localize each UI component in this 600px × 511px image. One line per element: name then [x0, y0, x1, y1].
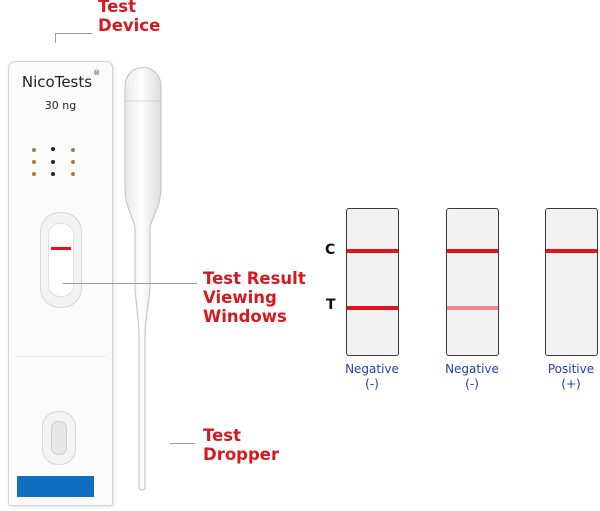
result-window-inner	[48, 223, 74, 297]
control-line-label: C	[325, 242, 336, 258]
device-blue-bar	[17, 476, 94, 497]
control-band	[447, 249, 498, 253]
dropper-icon	[124, 66, 162, 491]
test-device-label: Test Device	[98, 0, 160, 35]
control-line	[51, 247, 71, 250]
result-caption-1: Negative (-)	[327, 362, 417, 392]
test-dropper-label: Test Dropper	[203, 426, 279, 464]
dot	[71, 172, 75, 176]
caption-2-line2: (-)	[465, 377, 479, 391]
result-strip-positive	[545, 208, 598, 356]
dot	[32, 172, 36, 176]
dot	[71, 148, 75, 152]
device-divider	[15, 356, 106, 357]
caption-2-line1: Negative	[445, 362, 499, 376]
test-device-label-line1: Test	[98, 0, 136, 16]
viewing-windows-line2: Viewing	[203, 288, 277, 307]
dropper-highlight	[129, 68, 144, 92]
result-strip-negative-faint	[446, 208, 499, 356]
caption-1-line2: (-)	[365, 377, 379, 391]
result-caption-3: Positive (+)	[526, 362, 600, 392]
dropper-body	[124, 66, 162, 491]
test-band-faint	[447, 306, 498, 310]
concentration-label: 30 ng	[44, 99, 77, 112]
dot	[51, 160, 55, 164]
dot	[32, 160, 36, 164]
window-leader	[63, 283, 197, 284]
viewing-windows-line1: Test Result	[203, 269, 306, 288]
result-window	[40, 212, 82, 308]
control-band	[546, 249, 597, 253]
brand-text: NicoTests	[21, 73, 93, 91]
device-leader-vertical	[55, 33, 56, 43]
sample-well-frame	[42, 411, 76, 465]
device-leader-horizontal	[55, 33, 92, 34]
viewing-windows-label: Test Result Viewing Windows	[203, 269, 306, 326]
test-band	[347, 306, 398, 310]
result-caption-2: Negative (-)	[427, 362, 517, 392]
caption-3-line2: (+)	[561, 377, 581, 391]
viewing-windows-line3: Windows	[203, 307, 287, 326]
result-strip-negative	[346, 208, 399, 356]
dropper-leader	[170, 443, 195, 444]
dot	[71, 160, 75, 164]
brand-name: NicoTests®	[9, 69, 112, 91]
control-band	[347, 249, 398, 253]
sample-well	[51, 421, 67, 455]
test-line-label: T	[326, 297, 336, 313]
test-device-label-line2: Device	[98, 16, 161, 35]
test-dropper-line1: Test	[203, 426, 241, 445]
dot	[51, 147, 55, 151]
test-dropper-line2: Dropper	[203, 445, 280, 464]
caption-1-line1: Negative	[345, 362, 399, 376]
caption-3-line1: Positive	[547, 362, 595, 376]
registered-mark: ®	[93, 69, 101, 77]
dot	[32, 148, 36, 152]
dot	[51, 172, 55, 176]
